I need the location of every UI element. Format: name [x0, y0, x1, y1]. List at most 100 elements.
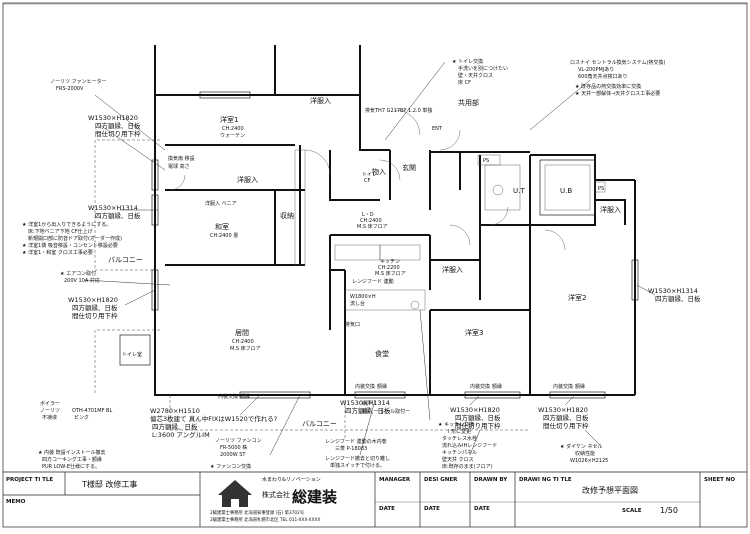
- note-toilet2: 手洗いを別につけたい: [458, 65, 508, 72]
- scale-label: SCALE: [622, 508, 642, 514]
- note-fan-heater-model: FRS-2000V: [56, 86, 84, 92]
- company-type: 株式会社: [262, 490, 290, 499]
- note-daikin3: W1026×H2125: [570, 458, 608, 464]
- room-wc-sub: CF: [364, 178, 370, 184]
- note-inner-a: 内装交換: [218, 393, 238, 400]
- note-kitchen4: 流れ込みIHレンジフード: [442, 442, 497, 449]
- note-jp1: ★ 洋室1から出入りできるようにする。: [22, 221, 111, 228]
- date-label-2: DATE: [424, 506, 440, 512]
- note-window-w2780-3: 四方額縁、日板: [152, 422, 198, 431]
- note-window-a2: 四方額縁、日板: [95, 121, 141, 130]
- note-losnay: ロスナイ セントラル換気システム(熱交換): [570, 59, 665, 66]
- company-tag: 水まわり&リノベーション: [262, 476, 321, 483]
- note-w1800: W1800×H: [350, 294, 376, 300]
- note-kitchen3: タッチレス水栓: [442, 435, 477, 442]
- room-western3: 洋室3: [465, 328, 483, 337]
- company-name: 総建装: [292, 488, 338, 506]
- note-losnay2: VL-200PMJあり: [578, 67, 614, 73]
- note-jp2: 床:下地ベニア下地 CF仕上げ: [28, 228, 93, 235]
- project-title: T様邸 改修工事: [81, 479, 137, 489]
- note-window-e2: 四方額縁、日板: [455, 413, 501, 422]
- note-kitchen2: I 形に変更: [448, 428, 471, 435]
- room-ldk: L・D: [362, 212, 374, 218]
- note-fancon-power: 2000W ST: [220, 452, 246, 458]
- room-kitchen-sub1: CH:2200: [378, 265, 400, 271]
- room-balcony2: バルコニー: [302, 420, 337, 428]
- note-losnay3: 600角天井点検口あり: [578, 73, 628, 80]
- note-window-w2780: W2780×H1510: [150, 407, 200, 415]
- sheet-no-label: SHEET NO: [704, 477, 735, 483]
- room-living: 居間: [235, 329, 249, 337]
- room-japanese: 和室: [215, 222, 229, 231]
- room-western1-sub: CH:2400: [222, 126, 244, 132]
- note-boiler2: ノーリツ: [40, 408, 60, 414]
- note-window-d2: 四方額縁、日板: [345, 406, 391, 415]
- note-fan-heater: ノーリツ ファンヒーター: [50, 78, 107, 85]
- room-storage-in: 物入: [372, 167, 386, 176]
- note-sink: 流し台: [350, 300, 365, 307]
- project-title-label: PROJECT TI TLE: [6, 477, 53, 483]
- note-toilet4: 床 CF: [458, 79, 471, 86]
- note-vent: 排気口: [345, 321, 360, 328]
- scale-value: 1/50: [660, 506, 678, 515]
- note-daikin2: 収納性能: [575, 450, 595, 457]
- note-window-d: W1530×H1314: [340, 399, 390, 407]
- date-label-1: DATE: [379, 506, 395, 512]
- note-toilet3: 壁・天井クロス: [458, 72, 493, 79]
- note-bulb: 電球 高さ: [168, 163, 190, 170]
- note-duct2: ★ 天井一部解体→天井クロス工事必要: [575, 90, 660, 97]
- note-window-w2780-2: 偏芯3枚建て 真ん中FIXはW1520で作れる?: [150, 414, 277, 423]
- doors: [169, 109, 566, 251]
- note-rail: 網戸 ー レール取付ー: [362, 408, 410, 415]
- company-address1: 2級建築士事務所 北海道知事登録 (石) 第3702号: [210, 509, 304, 516]
- note-window-a: W1530×H1820: [88, 114, 138, 122]
- room-ps1: PS: [483, 158, 489, 164]
- note-hood3: レンジフード撤去と切り離し: [325, 455, 390, 462]
- note-boiler3: 不凍液: [42, 414, 57, 421]
- room-wc: トイレ: [362, 172, 377, 178]
- room-living-sub2: M.S 床フロア: [230, 345, 261, 352]
- room-living-sub1: CH:2400: [232, 339, 254, 345]
- company-address2: 2級建築士事務所 北海道札幌市北区 TEL 011-XXX-XXXX: [210, 516, 320, 523]
- note-inner-d: 内装交換: [553, 383, 573, 390]
- room-toilet: トイレ室: [122, 351, 142, 358]
- note-kitchen6: 壁天井 クロス: [442, 456, 474, 463]
- note-window-f: W1530×H1820: [538, 406, 588, 414]
- note-window-b2: 四方額縁、日板: [95, 211, 141, 220]
- note-window-f2: 四方額縁、日板: [543, 413, 589, 422]
- note-inner-d2: 額縁: [575, 383, 585, 390]
- designer-label: DESI GNER: [424, 477, 458, 483]
- room-closet-mid: 洋服入: [442, 265, 463, 274]
- drawing-title-label: DRAWI NG TI TLE: [519, 477, 572, 483]
- manager-label: MANAGER: [379, 477, 411, 483]
- note-daikin: ★ ダイケン ネセル: [560, 443, 603, 450]
- note-window-c: W1530×H1820: [68, 296, 118, 304]
- note-kitchen5: キッチンパネル: [442, 450, 477, 456]
- note-rail2: 網戸: [362, 400, 372, 407]
- title-block: PROJECT TI TLE T様邸 改修工事 MEMO 水まわり&リノベーショ…: [3, 471, 747, 527]
- note-interior1: ★ 内装 既設インストール撤去: [38, 449, 106, 456]
- room-kitchen-sub2: M.S 床フロア: [375, 270, 406, 277]
- note-jp4: ★ 洋室1側 吸音移設・コンセント移設必要: [22, 242, 118, 249]
- note-interior2: 四方コーキング工事・額縁: [42, 456, 102, 463]
- note-boiler-model: OTH-4701MF BL: [72, 408, 112, 414]
- room-closet-ne: 洋服入: [600, 205, 621, 214]
- company-logo: [218, 480, 252, 507]
- room-dining: 食堂: [375, 349, 389, 358]
- note-hood4: 単独スイッチで付ける。: [330, 462, 385, 469]
- note-window-c2: 四方額縁、日板: [72, 303, 118, 312]
- leader-lines: [84, 61, 656, 456]
- drawing-title: 改修予想平面図: [582, 485, 638, 495]
- note-inner-c2: 額縁: [492, 383, 502, 390]
- note-window-e: W1530×H1820: [450, 406, 500, 414]
- note-interior3: PUR LOW-E仕様にする。: [42, 463, 100, 470]
- note-boiler-color: ピンク: [74, 415, 89, 421]
- note-window-e3: 間仕切り用下枠: [455, 421, 501, 430]
- note-window-c3: 間仕切り用下枠: [72, 311, 118, 320]
- room-closet-corridor: 洋服入: [237, 175, 258, 184]
- note-aircon2: 200V 10A 対応: [64, 277, 100, 284]
- note-window-g: W1530×H1314: [648, 287, 698, 295]
- note-inner-a2: 額縁: [240, 393, 250, 400]
